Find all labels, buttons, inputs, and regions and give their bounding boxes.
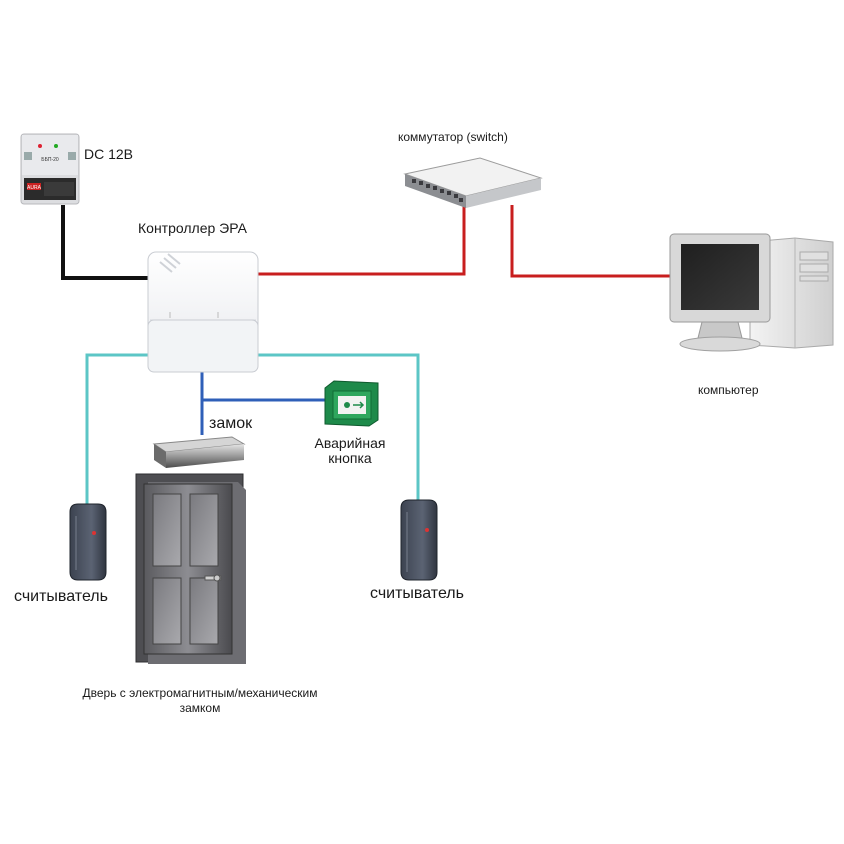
switch-label: коммутатор (switch) — [398, 130, 508, 144]
controller-label: Контроллер ЭРА — [138, 220, 247, 236]
door-caption-line2: замком — [179, 701, 221, 715]
emergency-label-line2: кнопка — [328, 450, 372, 466]
psu-model-text: ББП-20 — [41, 157, 59, 163]
reader-left-label: считыватель — [14, 588, 108, 605]
psu-label: DC 12В — [84, 146, 134, 162]
network-switch — [403, 157, 543, 208]
computer — [669, 233, 834, 352]
controller-logo-icon — [159, 253, 181, 273]
door-caption: Дверь с электромагнитным/механическим за… — [60, 686, 340, 716]
reader-wire-left — [85, 353, 148, 505]
computer-label: компьютер — [698, 383, 759, 397]
controller-era — [147, 251, 259, 373]
ethernet-wire-switch-computer — [510, 205, 672, 278]
electromagnetic-lock — [152, 436, 246, 468]
wires — [61, 205, 672, 505]
computer-monitor — [669, 233, 771, 352]
power-supply-unit: ББП-20 AURA — [20, 133, 80, 205]
power-wire — [61, 205, 150, 280]
computer-tower — [749, 237, 834, 349]
emergency-label-line1: Аварийная — [314, 435, 386, 451]
reader-wire-right — [258, 353, 420, 500]
door — [135, 473, 246, 664]
card-reader-left — [69, 503, 107, 581]
reader-right-label: считыватель — [370, 585, 464, 602]
lock-label: замок — [209, 415, 253, 432]
psu-brand-text: AURA — [27, 185, 42, 191]
door-handle-icon — [204, 574, 222, 582]
door-caption-line1: Дверь с электромагнитным/механическим — [82, 686, 318, 700]
switch-ports — [412, 179, 463, 202]
card-reader-right — [400, 499, 438, 581]
ethernet-wire-controller-switch — [258, 205, 466, 276]
emergency-button — [324, 380, 379, 427]
emergency-button-label: Аварийная кнопка — [308, 436, 392, 466]
